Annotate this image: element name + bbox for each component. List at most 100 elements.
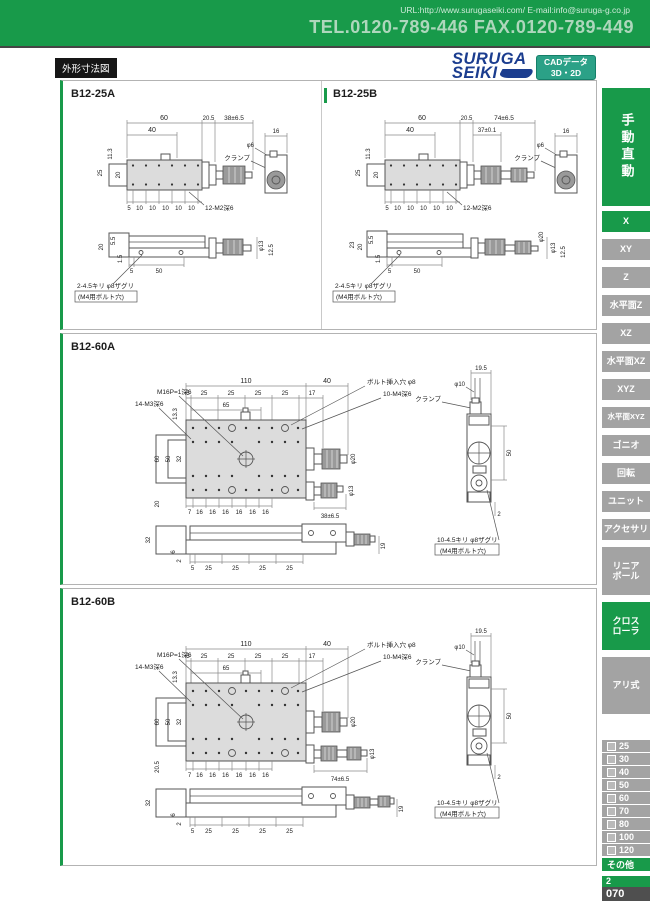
dim: 10 xyxy=(162,206,169,212)
size-filter-40[interactable]: 40 xyxy=(602,766,650,778)
size-filter-30[interactable]: 30 xyxy=(602,753,650,765)
b12-25b-side-view: 23 20 5.5 1.5 φ20 φ13 12.5 5 50 2-4.5キリ … xyxy=(332,230,567,303)
dim: 10 xyxy=(446,206,453,212)
dim: 6 xyxy=(171,813,177,817)
sidebar-tab-horizontal-z[interactable]: 水平面Z xyxy=(602,295,650,316)
sidebar-tab-horizontal-xyz[interactable]: 水平面XYZ xyxy=(602,407,650,428)
sidebar-tab-z[interactable]: Z xyxy=(602,267,650,288)
clamp-label: クランプ xyxy=(415,395,441,403)
size-label: 120 xyxy=(619,845,635,855)
tap-note: M16P=1深6 xyxy=(157,387,192,396)
sidebar-tab-gonio[interactable]: ゴニオ xyxy=(602,435,650,456)
sidebar-tab-linear-ball[interactable]: リニア ボール xyxy=(602,547,650,595)
dim: 20 xyxy=(358,243,364,250)
dim: 1.5 xyxy=(118,254,124,263)
cad-data-badge[interactable]: CADデータ 3D・2D xyxy=(536,55,596,80)
dim: 25 xyxy=(356,169,362,176)
b12-60a-bottom-view: 32 6 2 5 25 25 25 25 19 xyxy=(146,523,387,572)
dim: φ13 xyxy=(551,242,557,253)
checkbox-icon xyxy=(607,754,616,764)
size-filter-25[interactable]: 25 xyxy=(602,740,650,752)
sidebar-tab-xyz[interactable]: XYZ xyxy=(602,379,650,400)
drawing-b12-25b: 60 20.5 74±6.5 40 37±0.1 25 11.3 20 5 10… xyxy=(332,115,578,303)
volume-number: 2 xyxy=(602,876,650,887)
dim: 50 xyxy=(166,718,172,725)
size-filter-120[interactable]: 120 xyxy=(602,844,650,856)
size-label: 80 xyxy=(619,819,630,829)
dim: 16 xyxy=(249,773,256,779)
dim: 20 xyxy=(374,171,380,178)
dim: 16 xyxy=(209,773,216,779)
dim: 10 xyxy=(175,206,182,212)
dim: 16 xyxy=(563,129,570,135)
b12-60a-plan-view: 110 40 5 25 25 25 25 17 65 13.3 60 50 32… xyxy=(135,377,416,520)
dim: 20 xyxy=(116,171,122,178)
sidebar-tab-horizontal-xz[interactable]: 水平面XZ xyxy=(602,351,650,372)
counterbore-note: (M4用ボルト穴) xyxy=(78,292,124,301)
cad-badge-line2: 3D・2D xyxy=(550,68,582,79)
dim: 50 xyxy=(156,269,163,275)
dim: 25 xyxy=(232,829,239,835)
dim: 7 xyxy=(188,773,192,779)
dim: 38±6.5 xyxy=(224,115,244,122)
dim: 1.5 xyxy=(376,254,382,263)
cad-badge-line1: CADデータ xyxy=(544,57,588,67)
drawing-b12-60b: 110 40 5 25 25 25 25 17 65 13.3 60 50 32… xyxy=(135,629,513,835)
drawing-b12-25a: 60 20.5 38±6.5 40 25 11.3 20 5 10 10 10 … xyxy=(74,115,288,303)
sidebar-tab-cross-roller[interactable]: クロス ローラ xyxy=(602,602,650,650)
dim: 50 xyxy=(166,455,172,462)
drawing-title-b12-25b: B12-25B xyxy=(333,88,378,100)
size-filter-80[interactable]: 80 xyxy=(602,818,650,830)
checkbox-icon xyxy=(607,741,616,751)
dim: 17 xyxy=(309,391,316,397)
sidebar-tab-unit[interactable]: ユニット xyxy=(602,491,650,512)
size-filter-100[interactable]: 100 xyxy=(602,831,650,843)
dim: 40 xyxy=(148,127,156,134)
clamp-label: クランプ xyxy=(415,658,441,666)
dim: 60 xyxy=(418,115,426,122)
sidebar-tab-x[interactable]: X xyxy=(602,211,650,232)
size-filter-50[interactable]: 50 xyxy=(602,779,650,791)
header-url-email: URL:http://www.surugaseiki.com/ E-mail:i… xyxy=(400,5,630,15)
dim: 25 xyxy=(232,566,239,572)
drawing-title-b12-60a: B12-60A xyxy=(71,341,116,353)
size-filter-70[interactable]: 70 xyxy=(602,805,650,817)
dim: 60 xyxy=(160,115,168,122)
dim: 10 xyxy=(149,206,156,212)
sidebar-tab-xy[interactable]: XY xyxy=(602,239,650,260)
size-label: 40 xyxy=(619,767,630,777)
size-filter-60[interactable]: 60 xyxy=(602,792,650,804)
dim: 25 xyxy=(286,829,293,835)
dim: 110 xyxy=(240,378,251,385)
size-filter-other[interactable]: その他 xyxy=(602,858,650,871)
dim: 10 xyxy=(433,206,440,212)
dim: 5 xyxy=(130,269,134,275)
dim: 5.5 xyxy=(369,235,375,244)
dim: 10 xyxy=(407,206,414,212)
dim: 2 xyxy=(177,822,183,826)
dim: 16 xyxy=(196,773,203,779)
sidebar-tab-accessory[interactable]: アクセサリ xyxy=(602,519,650,540)
dim: 25 xyxy=(201,654,208,660)
dim: 16 xyxy=(249,510,256,516)
dim: 23 xyxy=(350,241,356,248)
sidebar-tab-dovetail[interactable]: アリ式 xyxy=(602,657,650,714)
sidebar-category-manual-stages[interactable]: 手動直動 xyxy=(602,88,650,206)
dim: 25 xyxy=(205,829,212,835)
sidebar-tab-rotation[interactable]: 回転 xyxy=(602,463,650,484)
dim: 38±6.5 xyxy=(321,514,340,520)
panel-b12-60b: B12-60B xyxy=(60,588,597,866)
dim: 12.5 xyxy=(269,244,275,256)
sidebar-tab-xz[interactable]: XZ xyxy=(602,323,650,344)
page-number: 070 xyxy=(602,887,650,901)
dim: 20.5 xyxy=(155,761,161,773)
dim: φ13 xyxy=(370,748,376,759)
panel-divider xyxy=(321,81,322,329)
checkbox-icon xyxy=(607,806,616,816)
dim: 16 xyxy=(273,129,280,135)
dim: 32 xyxy=(177,455,183,462)
header-divider xyxy=(0,46,650,48)
dim: 5 xyxy=(388,269,392,275)
tap-note: 10-M4深6 xyxy=(383,389,412,398)
